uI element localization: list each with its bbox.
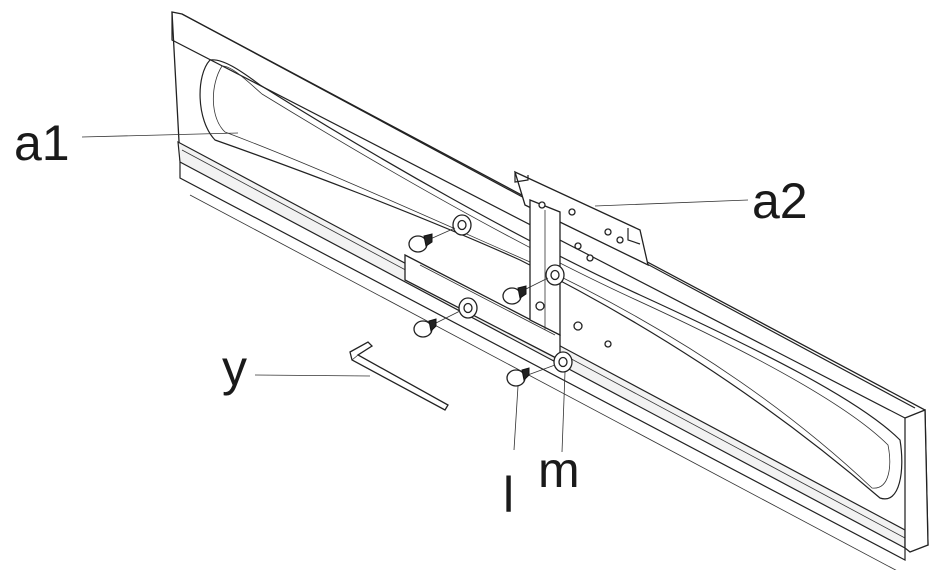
callout-y: y (222, 340, 247, 396)
washer-4 (553, 351, 573, 373)
callout-m: m (538, 442, 580, 498)
callout-labels: a1 a2 y l m (14, 115, 808, 523)
washer-1 (452, 214, 472, 236)
screw-1 (408, 233, 433, 253)
leader-l (513, 385, 519, 451)
leader-a2 (594, 199, 749, 207)
callout-a2: a2 (752, 173, 808, 229)
washers (452, 214, 573, 373)
callout-l: l (503, 467, 514, 523)
washer-3 (458, 297, 478, 319)
screw-4 (506, 367, 530, 387)
allen-key (349, 341, 449, 411)
callout-a1: a1 (14, 115, 70, 171)
screw-3 (413, 318, 437, 338)
leader-m (561, 371, 566, 453)
screw-2 (502, 285, 527, 305)
screws (408, 227, 556, 387)
mounting-bracket (513, 170, 649, 348)
leader-y (254, 374, 371, 377)
leader-a1 (81, 132, 239, 138)
washer-2 (545, 264, 565, 286)
leader-lines (81, 132, 749, 453)
